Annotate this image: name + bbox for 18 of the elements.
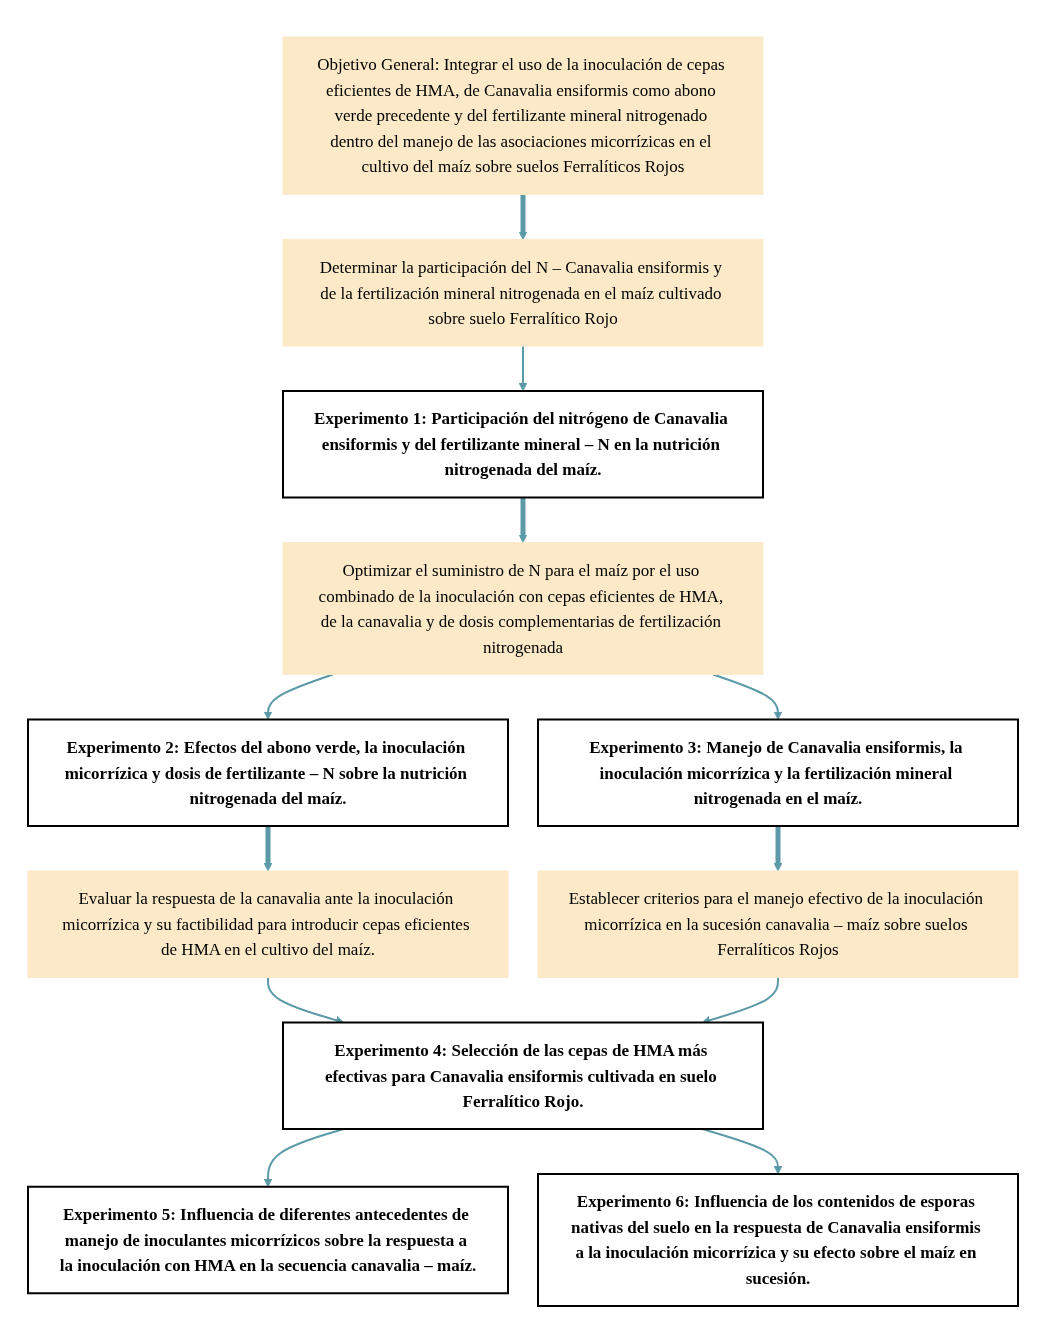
node-box: Evaluar la respuesta de la canavalia ante la inoculación micorrízica y su factibilidad para introducir cepas eficientes de HMA en el cultivo del maíz.: [27, 870, 508, 978]
node-box: Determinar la participación del N – Canavalia ensiformis y de la fertilización mineral nitrogenada en el maíz cultivado sobre suelo Ferralítico Rojo: [282, 239, 763, 347]
node-box: Optimizar el suministro de N para el maíz por el uso combinado de la inoculación con cepas eficientes de HMA, de la canavalia y de dosis complementarias de fertilización nitrogenada: [282, 542, 763, 675]
arrow: [263, 826, 272, 872]
arrow: [518, 345, 527, 392]
node-box: Objetivo General: Integrar el uso de la inoculación de cepas eficientes de HMA, de Canavalia ensiformis como abono verde precedente y del fertilizante mineral nitrogenado dentro del manejo de las asociaciones micorrízicas en el cultivo del maíz sobre suelos Ferralíticos Rojos: [282, 36, 763, 195]
arrow: [711, 673, 782, 720]
arrow: [263, 673, 334, 720]
node-box: Establecer criterios para el manejo efectivo de la inoculación micorrízica en la sucesión canavalia – maíz sobre suelos Ferralíticos Rojos: [537, 870, 1018, 978]
node-box: Experimento 6: Influencia de los contenidos de esporas nativas del suelo en la respuesta de Canavalia ensiformis a la inoculación micorrízica y su efecto sobre el maíz en sucesión.: [536, 1173, 1019, 1307]
node-box: Experimento 5: Influencia de diferentes antecedentes de manejo de inoculantes micorrízicos sobre la respuesta a la inoculación con HMA en la secuencia canavalia – maíz.: [26, 1185, 509, 1295]
node-box: Experimento 1: Participación del nitrógeno de Canavalia ensiformis y del fertilizante mineral – N en la nutrición nitrogenada del maíz.: [281, 390, 764, 499]
arrow: [773, 826, 782, 872]
node-box: Experimento 4: Selección de las cepas de HMA más efectivas para Canavalia ensiformis cultivada en suelo Ferralítico Rojo.: [281, 1021, 764, 1130]
arrow: [518, 194, 527, 240]
arrow: [518, 497, 527, 543]
node-box: Experimento 3: Manejo de Canavalia ensiformis, la inoculación micorrízica y la fertilización mineral nitrogenada en el maíz.: [536, 718, 1019, 827]
node-box: Experimento 2: Efectos del abono verde, la inoculación micorrízica y dosis de fertilizante – N sobre la nutrición nitrogenada del maíz.: [26, 718, 509, 827]
